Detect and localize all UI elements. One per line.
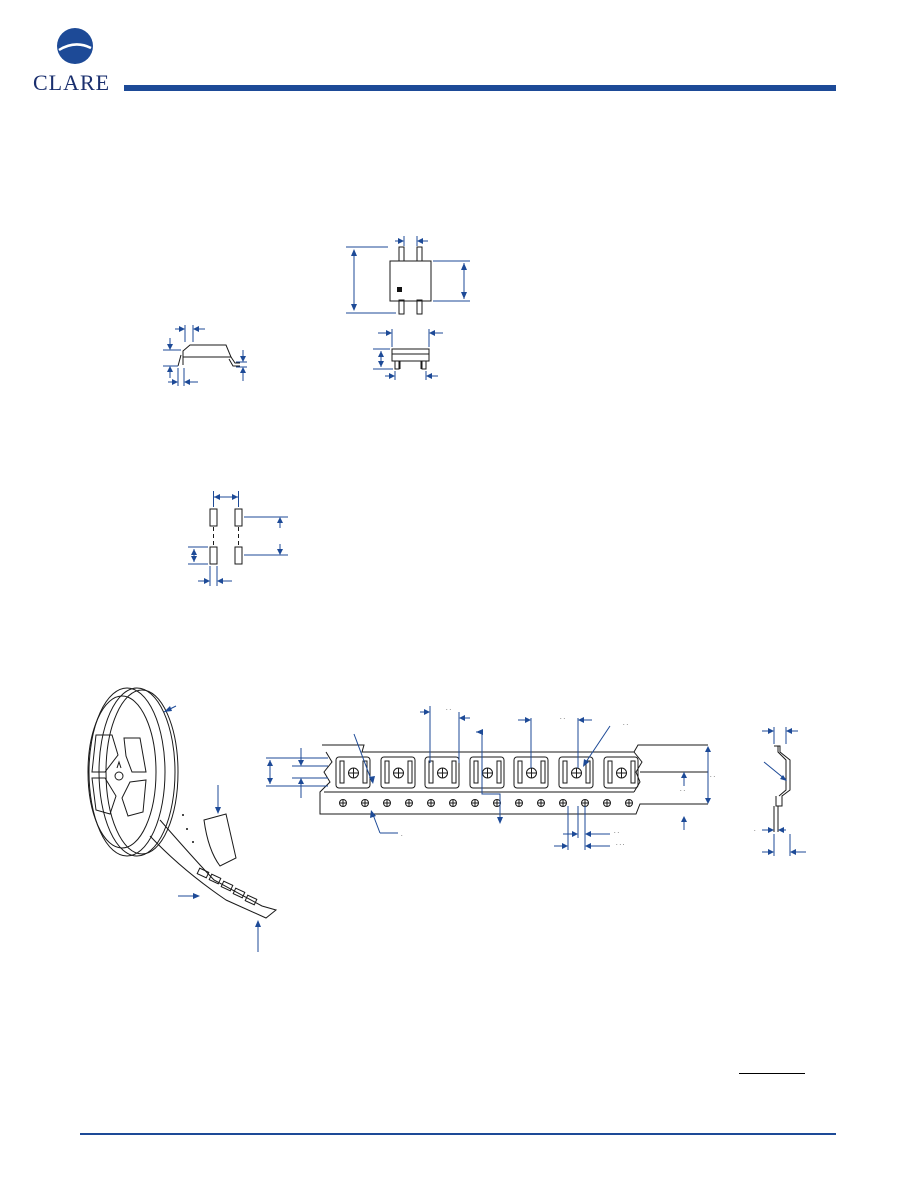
tape-and-reel-drawing [87,687,278,952]
svg-text:. .: . . [446,706,451,712]
svg-text:. .: . . [680,787,685,793]
signature-line [739,1073,805,1074]
svg-text:. .: . . [710,773,715,779]
tape-cross-section-drawing: . [754,727,806,856]
svg-text:.: . [401,832,403,838]
brand-name: CLARE [33,70,111,95]
svg-text:. .: . . [623,721,628,727]
pcb-land-pattern-drawing [188,491,288,586]
clare-globe-icon [57,28,93,64]
package-top-view-drawing [346,236,470,315]
svg-text:. .: . . [560,715,565,721]
svg-text:.: . [754,827,756,833]
package-side-view-drawing [163,325,247,386]
package-end-view-drawing [373,329,443,380]
clare-logo: CLARE [33,26,123,96]
footer-rule [80,1133,836,1135]
svg-text:. .: . . [614,829,619,835]
carrier-tape-drawing: . . . . . . . . . . . . . . . . [266,706,715,850]
svg-text:. . .: . . . [616,841,625,847]
header-rule [124,85,836,91]
